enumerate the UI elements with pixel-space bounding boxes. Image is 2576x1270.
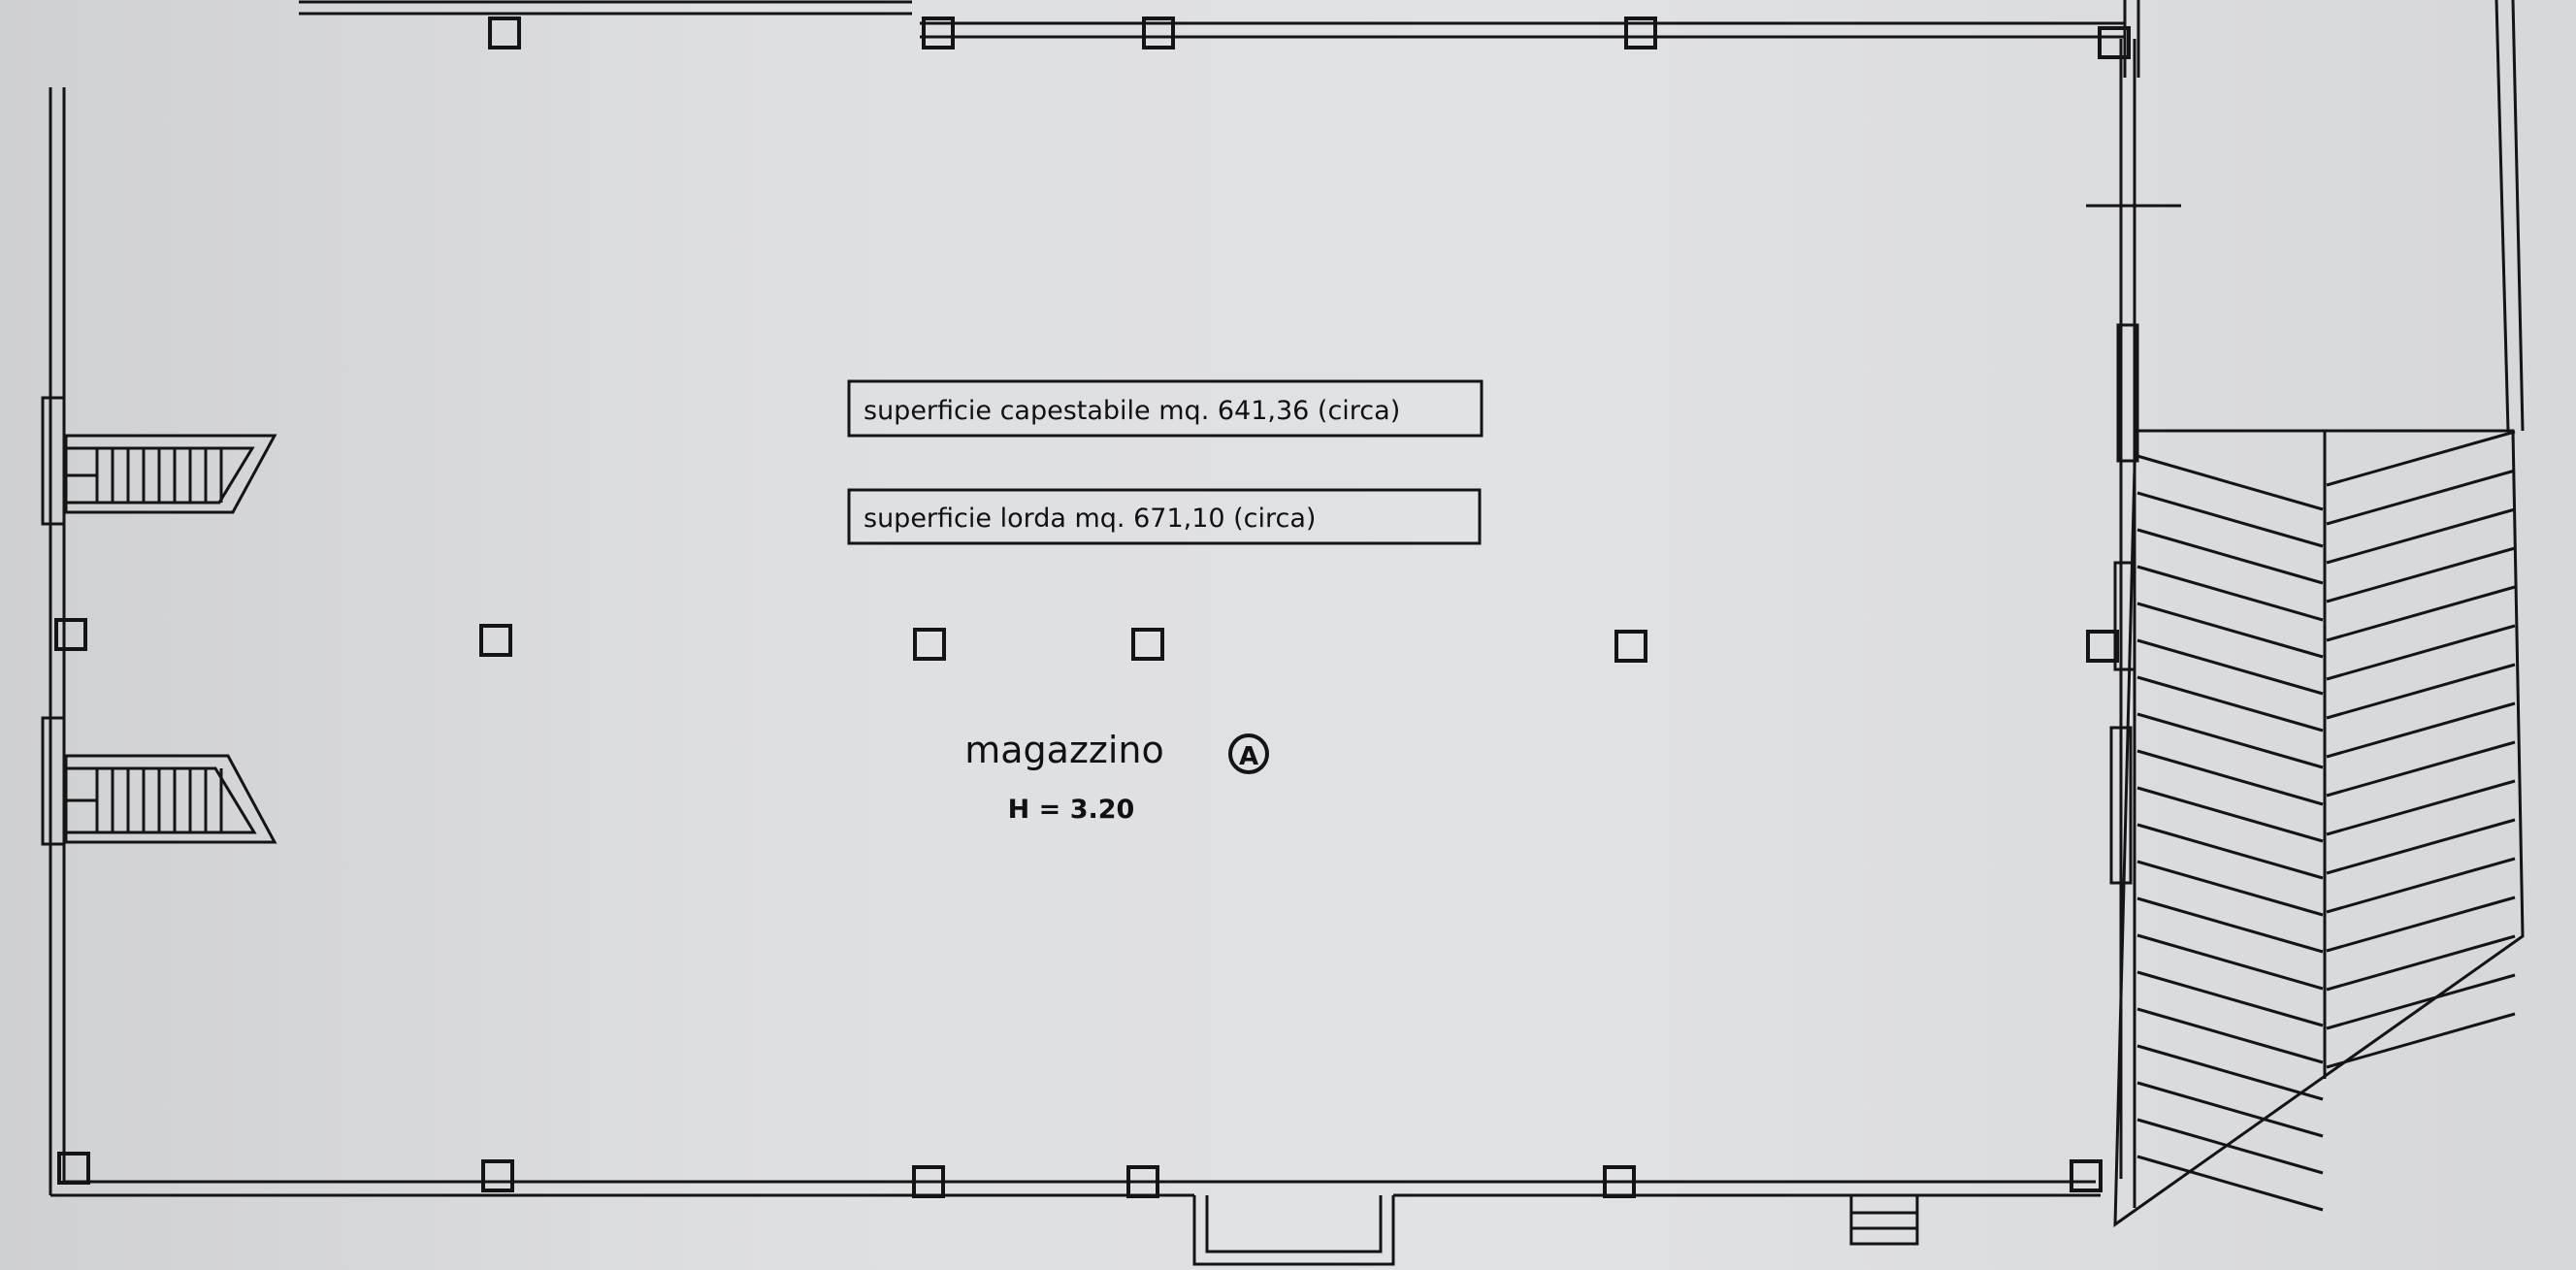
stair-lower: [64, 754, 277, 844]
column: [1126, 1165, 1159, 1198]
hatch-line: [2326, 430, 2516, 487]
column: [2086, 630, 2119, 663]
hatch-line: [2326, 507, 2516, 565]
left-wall: [41, 87, 66, 1195]
column: [57, 1152, 90, 1185]
column: [1603, 1165, 1636, 1198]
hatch-line: [2326, 896, 2516, 953]
hatch-line: [2136, 896, 2324, 954]
hatch-line: [2136, 749, 2324, 806]
hatch-line: [2326, 779, 2516, 836]
hatch-line: [2326, 740, 2516, 798]
hatch-line: [2136, 454, 2324, 511]
room-marker-icon: A: [1228, 733, 1269, 774]
gross-area-label: superficie lorda mq. 671,10 (circa): [847, 488, 1482, 545]
column: [54, 618, 87, 651]
hatch-line: [2326, 546, 2516, 603]
stair-upper: [64, 434, 277, 514]
column: [922, 16, 955, 49]
hatch-line: [2326, 857, 2516, 914]
hatch-line: [2326, 663, 2516, 720]
column: [913, 628, 946, 661]
column: [912, 1165, 945, 1198]
hatch-line: [2136, 786, 2324, 843]
column: [1614, 630, 1647, 663]
room-name: magazzino: [964, 729, 1164, 771]
column: [481, 1159, 514, 1192]
hatch-line: [2136, 1007, 2324, 1064]
room-marker-letter: A: [1239, 742, 1258, 771]
hatch-line: [2136, 860, 2324, 917]
hatch-line: [2136, 491, 2324, 548]
column: [488, 16, 521, 49]
usable-area-label: superficie capestabile mq. 641,36 (circa…: [847, 379, 1484, 438]
column: [1131, 628, 1164, 661]
top-partial-wall: [299, 0, 912, 16]
hatch-line: [2326, 1012, 2516, 1069]
hatch-line: [2326, 818, 2516, 875]
hatch-line: [2136, 1155, 2324, 1212]
hatch-line: [2136, 970, 2324, 1027]
hatch-line: [2136, 712, 2324, 769]
usable-area-text: superficie capestabile mq. 641,36 (circa…: [864, 396, 1400, 426]
gross-area-text: superficie lorda mq. 671,10 (circa): [864, 504, 1316, 534]
bottom-wall: [50, 1180, 2101, 1266]
hatch-line: [2326, 701, 2516, 759]
hatch-line: [2136, 602, 2324, 659]
column: [1624, 16, 1657, 49]
hatch-line: [2136, 1118, 2324, 1175]
column: [479, 624, 512, 657]
hatch-line: [2136, 933, 2324, 991]
top-wall: [920, 0, 2140, 78]
hatch-line: [2136, 1044, 2324, 1101]
hatch-line: [2326, 973, 2516, 1030]
hatch-line: [2136, 823, 2324, 880]
hatch-line: [2136, 638, 2324, 696]
column: [1142, 16, 1175, 49]
column: [2098, 26, 2131, 59]
hatch-line: [2136, 675, 2324, 733]
hatch-line: [2326, 469, 2516, 526]
hatch-line: [2136, 528, 2324, 585]
columns: [54, 16, 2131, 1198]
hatched-area: [2113, 429, 2525, 1227]
hatch-line: [2136, 1081, 2324, 1138]
hatch-line: [2326, 624, 2516, 681]
hatch-line: [2326, 585, 2516, 642]
hatch-line: [2326, 934, 2516, 992]
column: [2070, 1159, 2103, 1192]
room-height: H = 3.20: [1008, 795, 1135, 825]
hatch-line: [2136, 565, 2324, 622]
